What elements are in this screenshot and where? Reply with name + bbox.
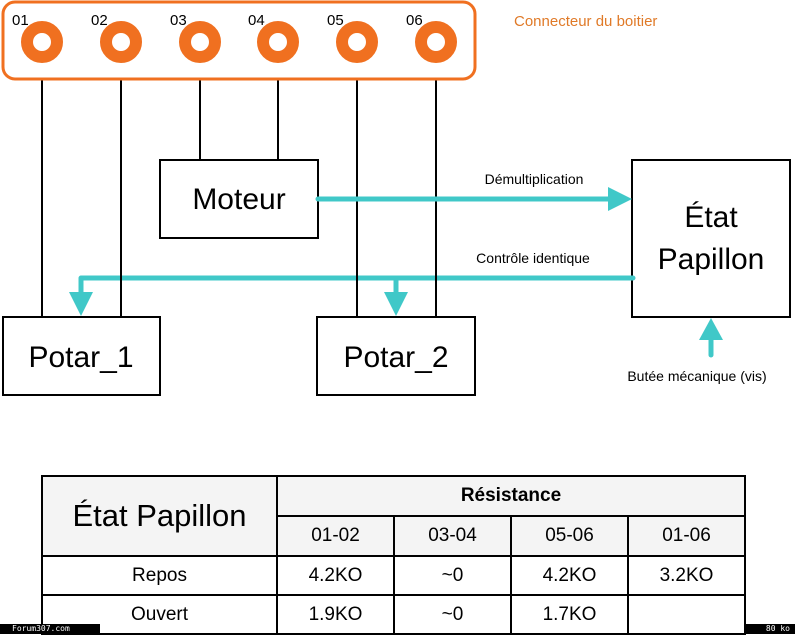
table-cell: 4.2KO — [276, 555, 395, 596]
column-header: 01-06 — [627, 515, 746, 557]
arrowhead-up-icon — [699, 318, 723, 340]
pin-01-icon — [21, 21, 63, 63]
arrowhead-icon — [608, 187, 632, 211]
table-cell: 4.2KO — [510, 555, 629, 596]
table-cell — [627, 594, 746, 635]
column-header: 05-06 — [510, 515, 629, 557]
demultiplication-label: Démultiplication — [485, 171, 584, 187]
wire-overlay — [41, 270, 437, 317]
connector-pins: 01 02 03 04 05 06 — [12, 12, 457, 63]
pin-label: 02 — [91, 12, 108, 29]
file-size-badge: 80 ko — [745, 624, 795, 634]
etat-papillon-box — [631, 159, 791, 318]
site-watermark: Forum307.com — [0, 624, 100, 634]
etat-label-line1: État — [684, 201, 738, 234]
pin-label: 06 — [406, 12, 423, 29]
table-title: État Papillon — [41, 475, 278, 557]
pin-label: 03 — [170, 12, 187, 29]
table-cell: 1.9KO — [276, 594, 395, 635]
column-header: 03-04 — [393, 515, 512, 557]
connector-label: Connecteur du boitier — [514, 13, 657, 30]
resistance-header: Résistance — [276, 475, 746, 517]
pin-label: 01 — [12, 12, 29, 29]
etat-label-line2: Papillon — [658, 243, 765, 276]
table-cell: ~0 — [393, 555, 512, 596]
pin-label: 04 — [248, 12, 265, 29]
moteur-label: Moteur — [192, 183, 285, 216]
arrowhead-down-icon — [69, 292, 93, 316]
potar1-label: Potar_1 — [28, 341, 133, 374]
pin-02-icon — [100, 21, 142, 63]
arrowhead-down-icon — [384, 292, 408, 316]
potar1-box — [2, 316, 161, 396]
pin-04-icon — [257, 21, 299, 63]
pin-05-icon — [336, 21, 378, 63]
potar2-label: Potar_2 — [343, 341, 448, 374]
table-cell: 3.2KO — [627, 555, 746, 596]
table-cell: 1.7KO — [510, 594, 629, 635]
resistance-table: État Papillon Résistance 01-02 03-04 05-… — [41, 475, 746, 635]
table-cell: ~0 — [393, 594, 512, 635]
moteur-box — [159, 159, 319, 239]
wiring-diagram: 01 02 03 04 05 06 Connecteur du boitier Moteu… — [1, 0, 791, 396]
pin-03-icon — [179, 21, 221, 63]
pin-label: 05 — [327, 12, 344, 29]
table-row: Repos 4.2KO ~0 4.2KO 3.2KO — [41, 555, 746, 596]
table-row: Ouvert 1.9KO ~0 1.7KO — [41, 594, 746, 635]
butee-arrow — [699, 318, 723, 358]
demultiplication-arrow — [315, 187, 632, 211]
potar2-box — [316, 316, 476, 396]
column-header: 01-02 — [276, 515, 395, 557]
pin-06-icon — [415, 21, 457, 63]
butee-label: Butée mécanique (vis) — [627, 368, 766, 384]
controle-label: Contrôle identique — [476, 250, 590, 266]
connector-housing — [1, 0, 477, 81]
controle-arrow — [69, 275, 636, 316]
row-label: Repos — [41, 555, 278, 596]
